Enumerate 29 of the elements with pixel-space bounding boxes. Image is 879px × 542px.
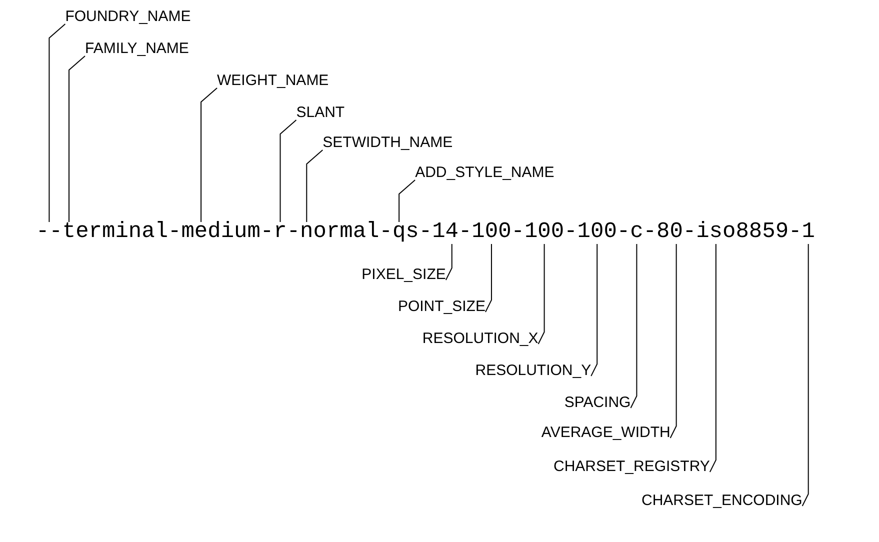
leader-line xyxy=(280,120,297,222)
leader-line xyxy=(538,244,545,344)
field-label: WEIGHT_NAME xyxy=(217,72,329,90)
field-label: AVERAGE_WIDTH xyxy=(541,424,670,442)
leader-line xyxy=(306,150,324,222)
field-label: SPACING xyxy=(564,394,631,412)
field-label: CHARSET_ENCODING xyxy=(641,492,802,510)
field-label: FAMILY_NAME xyxy=(85,40,189,58)
field-label: SETWIDTH_NAME xyxy=(322,134,453,152)
field-label: RESOLUTION_Y xyxy=(475,362,592,380)
field-label: ADD_STYLE_NAME xyxy=(415,164,554,182)
field-label: POINT_SIZE xyxy=(398,298,486,316)
field-label: PIXEL_SIZE xyxy=(362,266,446,284)
leader-line xyxy=(445,244,452,280)
field-label: SLANT xyxy=(296,104,345,122)
leader-line xyxy=(68,56,86,222)
leader-line xyxy=(48,24,66,222)
leader-line xyxy=(709,244,716,472)
leader-line xyxy=(802,244,809,506)
leader-line xyxy=(200,88,218,222)
field-label: CHARSET_REGISTRY xyxy=(553,458,710,476)
leader-line xyxy=(484,244,492,312)
field-label: RESOLUTION_X xyxy=(422,330,538,348)
leader-line xyxy=(590,244,598,376)
field-label: FOUNDRY_NAME xyxy=(65,8,191,26)
leader-line xyxy=(630,244,638,408)
leader-line xyxy=(670,244,677,438)
leader-line xyxy=(398,180,416,222)
font-name-string: --terminal-medium-r-normal-qs-14-100-100-100-c-80-iso8859-1 xyxy=(36,218,815,246)
